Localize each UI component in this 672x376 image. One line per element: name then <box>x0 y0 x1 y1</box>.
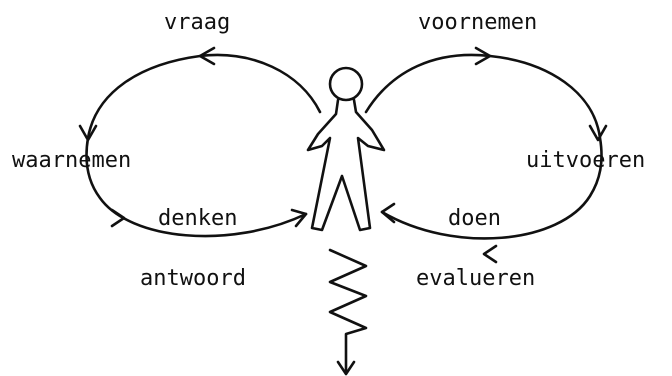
arrow-doen <box>482 244 498 264</box>
label-waarnemen: waarnemen <box>12 148 132 173</box>
arrow-uitvoeren <box>588 124 608 142</box>
spring-zigzag <box>328 248 368 374</box>
label-antwoord: antwoord <box>140 266 246 291</box>
label-evalueren: evalueren <box>416 266 536 291</box>
figure-head <box>328 66 364 102</box>
arrow-waarnemen <box>78 124 98 142</box>
arrow-voornemen <box>474 46 492 66</box>
label-vraag: vraag <box>164 10 231 35</box>
arrow-evalueren <box>380 202 396 224</box>
figure-body <box>306 98 386 232</box>
arrow-down <box>336 360 356 376</box>
label-doen: doen <box>448 206 501 231</box>
arrow-denken <box>110 208 126 228</box>
label-uitvoeren: uitvoeren <box>526 148 646 173</box>
label-denken: denken <box>158 206 238 231</box>
label-voornemen: voornemen <box>418 10 538 35</box>
arrow-antwoord <box>290 208 308 228</box>
arrow-vraag <box>198 46 216 66</box>
